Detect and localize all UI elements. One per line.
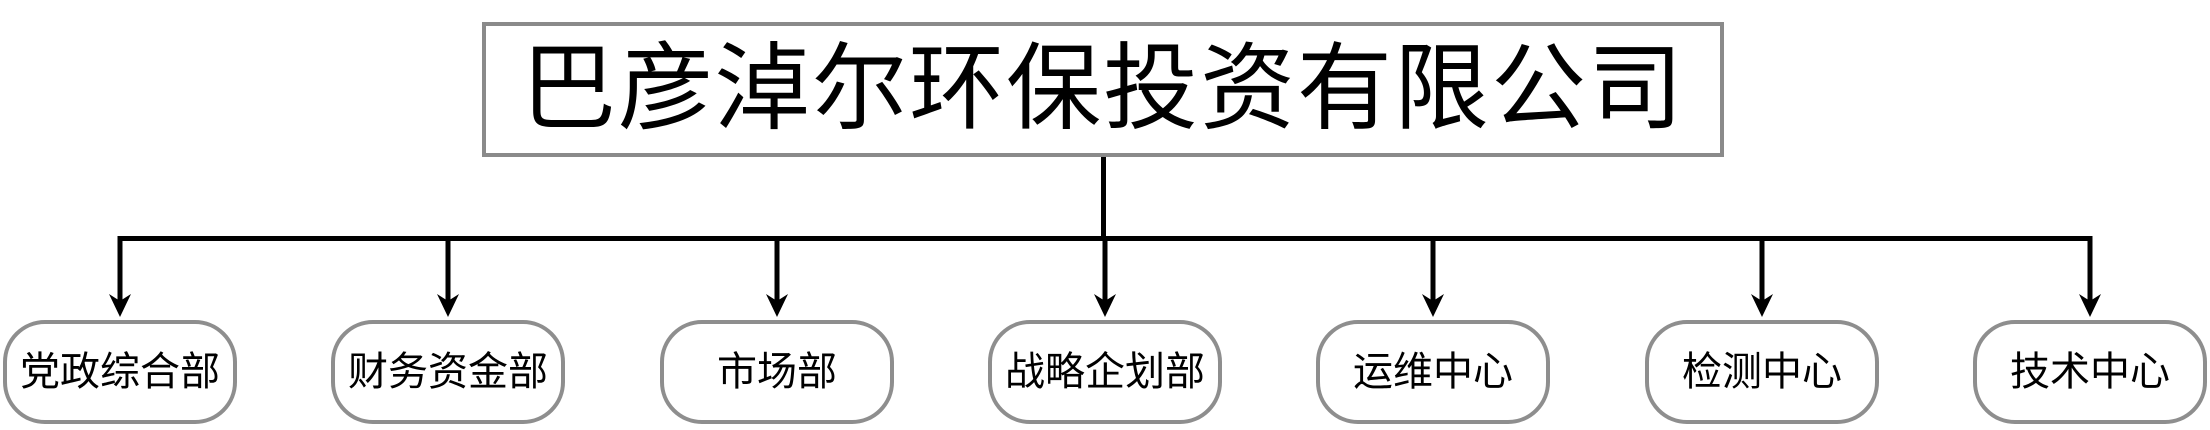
arrowhead-down-icon [437, 294, 459, 317]
dept-label: 检测中心 [1682, 350, 1842, 394]
connector-arrow [109, 236, 131, 317]
connector-arrow [1422, 236, 1444, 317]
dept-box: 运维中心 [1316, 320, 1550, 424]
arrowhead-down-icon [2079, 294, 2101, 317]
company-title: 巴彦淖尔环保投资有限公司 [520, 36, 1685, 142]
dept-label: 技术中心 [2010, 350, 2170, 394]
dept-box: 财务资金部 [331, 320, 565, 424]
arrowhead-down-icon [766, 294, 788, 317]
dept-box: 党政综合部 [3, 320, 237, 424]
dept-label: 战略企划部 [1005, 350, 1205, 394]
dept-box: 战略企划部 [988, 320, 1222, 424]
arrowhead-down-icon [1094, 294, 1116, 317]
arrowhead-down-icon [1422, 294, 1444, 317]
dept-box: 检测中心 [1645, 320, 1879, 424]
dept-label: 运维中心 [1353, 350, 1513, 394]
connector-arrow [1751, 236, 1773, 317]
connector-arrow [766, 236, 788, 317]
dept-label: 市场部 [717, 350, 837, 394]
dept-label: 党政综合部 [20, 350, 220, 394]
arrowhead-down-icon [109, 294, 131, 317]
dept-box: 技术中心 [1973, 320, 2207, 424]
connector-arrow [437, 236, 459, 317]
arrowhead-down-icon [1751, 294, 1773, 317]
connector-arrow [2079, 236, 2101, 317]
dept-label: 财务资金部 [348, 350, 548, 394]
connector-arrow [1094, 236, 1116, 317]
company-title-box: 巴彦淖尔环保投资有限公司 [482, 22, 1724, 157]
dept-box: 市场部 [660, 320, 894, 424]
